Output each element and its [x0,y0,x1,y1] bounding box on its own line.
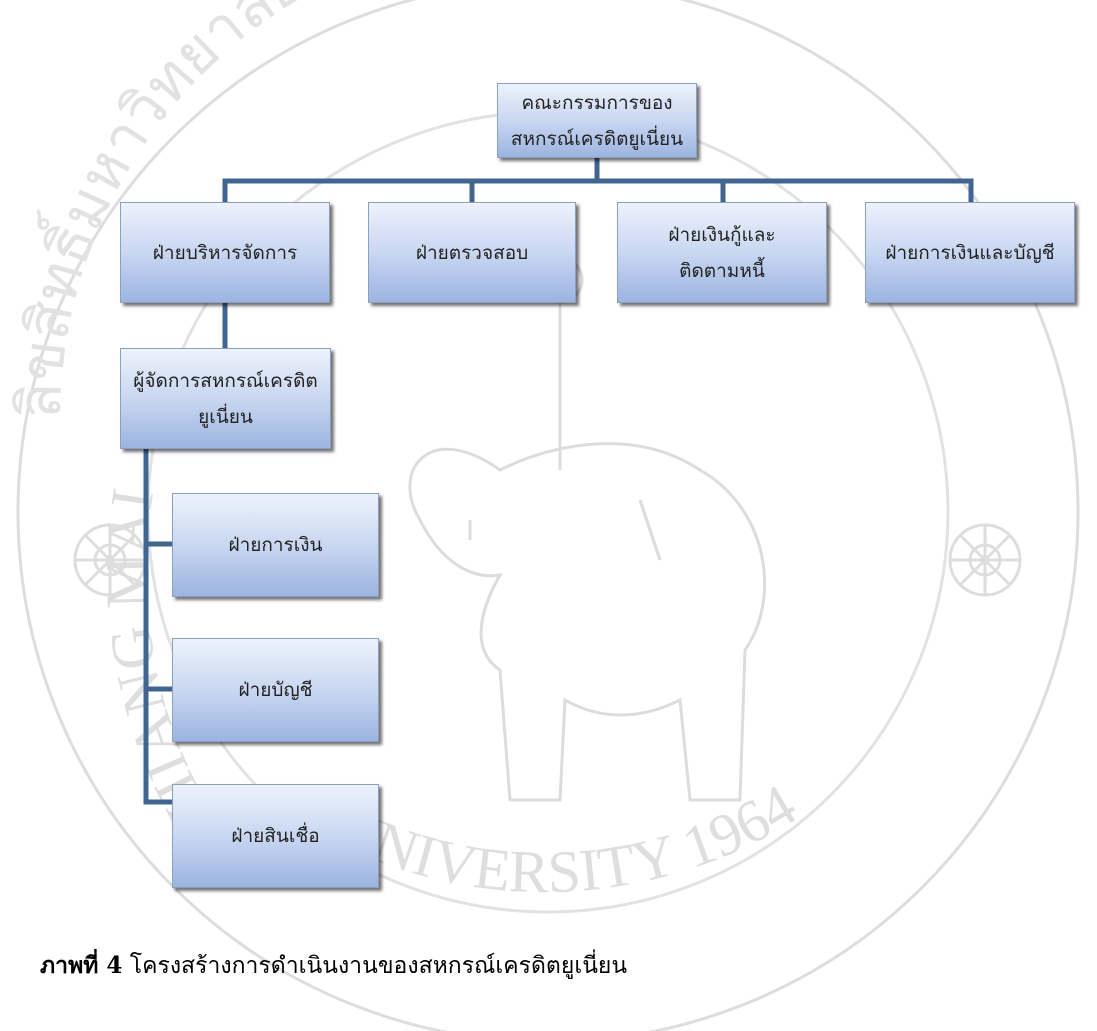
figure-caption-text: โครงสร้างการดำเนินงานของสหกรณ์เครดิตยูเน… [122,953,628,979]
figure-caption: ภาพที่ 4 โครงสร้างการดำเนินงานของสหกรณ์เ… [40,948,627,984]
node-management-dept: ฝ่ายบริหารจัดการ [120,202,330,303]
node-credit-unit: ฝ่ายสินเชื่อ [172,784,379,888]
node-label: ฝ่ายการเงินและบัญชี [885,241,1055,264]
node-label: ฝ่ายบริหารจัดการ [152,241,298,264]
node-label: ฝ่ายการเงิน [228,534,323,556]
node-credit-union-manager: ผู้จัดการสหกรณ์เครดิต ยูเนี่ยน [120,348,331,449]
figure-number: ภาพที่ 4 [40,952,123,979]
node-label: คณะกรรมการของ [521,91,673,114]
node-label: สหกรณ์เครดิตยูเนี่ยน [510,127,684,150]
node-audit-dept: ฝ่ายตรวจสอบ [368,202,576,303]
node-finance-unit: ฝ่ายการเงิน [172,493,379,597]
node-label: ยูเนี่ยน [198,405,253,428]
node-label: ฝ่ายเงินกู้และ [668,223,776,246]
node-board-of-directors: คณะกรรมการของ สหกรณ์เครดิตยูเนี่ยน [497,83,697,158]
node-accounting-unit: ฝ่ายบัญชี [172,638,379,742]
right-rosette-icon [948,523,1022,597]
node-loans-collections-dept: ฝ่ายเงินกู้และ ติดตามหนี้ [617,202,827,303]
node-finance-accounting-dept: ฝ่ายการเงินและบัญชี [865,202,1075,303]
node-label: ฝ่ายตรวจสอบ [415,241,529,264]
node-label: ฝ่ายสินเชื่อ [231,825,320,847]
node-label: ผู้จัดการสหกรณ์เครดิต [133,369,318,392]
node-label: ติดตามหนี้ [679,259,765,282]
node-label: ฝ่ายบัญชี [238,679,313,701]
